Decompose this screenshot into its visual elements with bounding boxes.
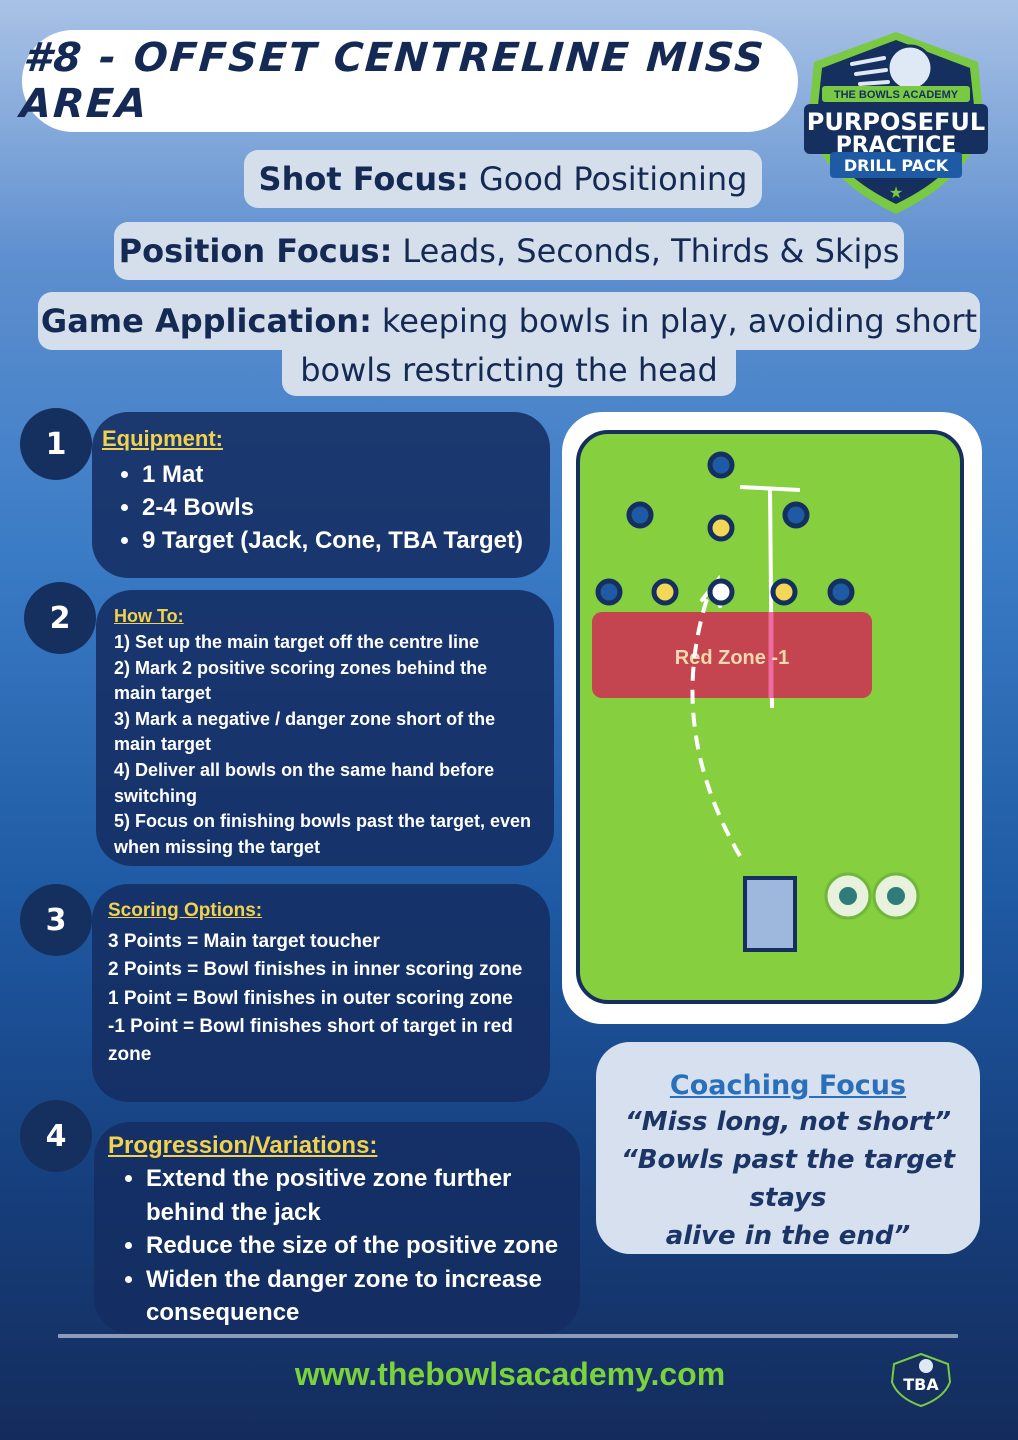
position-focus-value: Leads, Seconds, Thirds & Skips [402,232,900,270]
how-to-step: 5) Focus on finishing bowls past the tar… [114,811,532,857]
bowl-icon [886,44,934,92]
progression-item: Reduce the size of the positive zone [146,1229,586,1263]
equipment-item: 1 Mat [142,458,523,491]
coaching-focus-line: alive in the end” [665,1221,911,1251]
red-zone [592,612,872,698]
step-number-4: 4 [20,1100,92,1172]
coaching-focus-box: Coaching Focus “Miss long, not short” “B… [596,1042,980,1254]
how-to-step: 1) Set up the main target off the centre… [114,632,480,652]
bowl-emblem-icon [839,887,857,905]
target-marker [827,578,855,606]
drill-diagram-svg: Red Zone -1 [576,430,964,1004]
title-banner: #8 - OFFSET CENTRELINE MISS AREA [18,30,798,132]
how-to-box: How To: 1) Set up the main target off th… [96,590,554,866]
progression-item: Widen the danger zone to increase conseq… [146,1263,586,1330]
equipment-heading: Equipment: [102,426,223,451]
scoring-option: -1 Point = Bowl finishes short of target… [108,1015,513,1066]
coaching-focus-line: “Miss long, not short” [624,1107,952,1137]
how-to-heading: How To: [114,606,184,626]
target-marker [782,501,810,529]
scoring-box: Scoring Options: 3 Points = Main target … [92,884,550,1102]
badge-line1: PURPOSEFUL [807,108,985,136]
target-marker [707,451,735,479]
scoring-list: 3 Points = Main target toucher 2 Points … [108,928,546,1069]
progression-heading: Progression/Variations: [108,1132,378,1159]
how-to-step: 4) Deliver all bowls on the same hand be… [114,759,495,806]
progression-box: Progression/Variations: Extend the posit… [94,1122,580,1334]
target-marker [626,501,654,529]
scoring-heading: Scoring Options: [108,900,263,921]
equipment-box: Equipment: 1 Mat 2-4 Bowls 9 Target (Jac… [92,412,550,578]
badge-line3: DRILL PACK [844,156,949,175]
equipment-item: 2-4 Bowls [142,491,523,524]
main-target-jack [707,578,735,606]
target-marker [651,578,679,606]
footer-divider [58,1334,958,1338]
shot-focus-label: Shot Focus: [258,160,469,198]
target-marker [707,514,735,542]
scoring-option: 3 Points = Main target toucher [108,931,380,952]
shot-focus-value: Good Positioning [478,160,748,198]
bowl-emblem-icon [887,887,905,905]
target-marker [595,578,623,606]
how-to-step: 2) Mark 2 positive scoring zones behind … [114,657,488,704]
tba-logo-text: TBA [903,1375,939,1394]
mat [743,876,797,952]
game-application-value-2: bowls restricting the head [300,351,718,389]
delivery-path [690,583,742,858]
website-link[interactable]: www.thebowlsacademy.com [294,1356,726,1392]
position-focus-label: Position Focus: [118,232,393,270]
badge-top-text: THE BOWLS ACADEMY [834,89,959,101]
red-zone-label: Red Zone -1 [675,647,789,669]
position-focus-pill: Position Focus: Leads, Seconds, Thirds &… [114,222,904,280]
shot-focus-pill: Shot Focus: Good Positioning [244,150,762,208]
purposeful-practice-badge: THE BOWLS ACADEMY PURPOSEFUL PRACTICE DR… [804,32,988,214]
step-number-3: 3 [20,884,92,956]
equipment-item: 9 Target (Jack, Cone, TBA Target) [142,524,523,557]
game-application-pill-continued: bowls restricting the head [282,344,736,396]
scoring-option: 2 Points = Bowl finishes in inner scorin… [108,959,523,981]
step-number-1: 1 [20,408,92,480]
coaching-focus-line: “Bowls past the target stays [620,1145,956,1213]
coaching-focus-title: Coaching Focus [669,1070,907,1101]
progression-list: Extend the positive zone further behind … [120,1162,586,1330]
target-marker [770,578,798,606]
page-title: #8 - OFFSET CENTRELINE MISS AREA [18,35,767,127]
game-application-pill: Game Application: keeping bowls in play,… [38,292,980,350]
green-field [576,430,964,1004]
game-application-value-1: keeping bowls in play, avoiding short [381,302,978,340]
equipment-list: 1 Mat 2-4 Bowls 9 Target (Jack, Cone, TB… [116,458,523,557]
progression-item: Extend the positive zone further behind … [146,1162,586,1229]
tba-logo: TBA [890,1352,952,1408]
how-to-steps: 1) Set up the main target off the centre… [114,630,534,860]
scoring-option: 1 Point = Bowl finishes in outer scoring… [108,987,513,1009]
star-icon: ★ [889,183,903,202]
drill-diagram: Red Zone -1 [562,412,982,1024]
t-line [739,485,801,492]
game-application-label: Game Application: [40,302,372,340]
how-to-step: 3) Mark a negative / danger zone short o… [114,708,496,755]
step-number-2: 2 [24,582,96,654]
